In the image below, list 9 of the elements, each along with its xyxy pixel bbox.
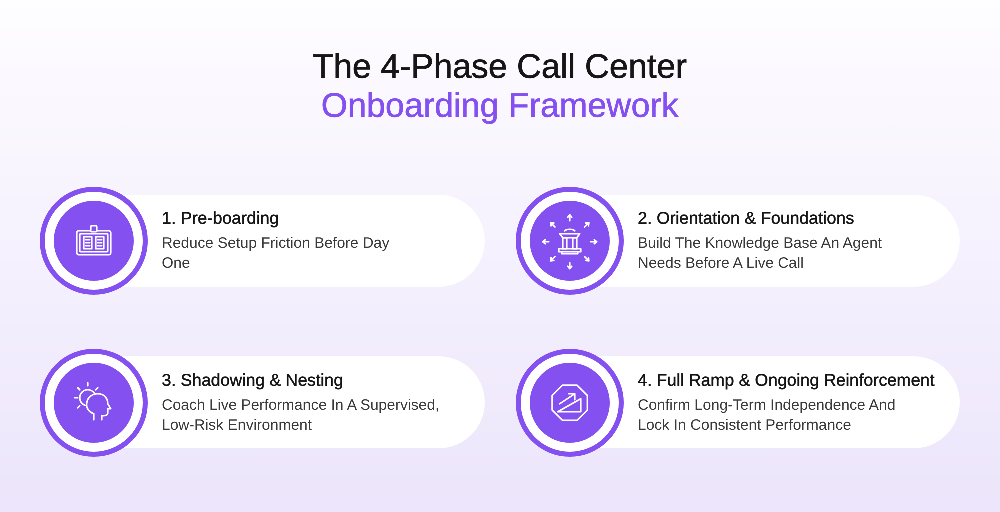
phase-description: Coach Live Performance In A Supervised, Low-Risk Environment — [162, 396, 441, 436]
phase-heading: 4. Full Ramp & Ongoing Reinforcement — [638, 370, 935, 392]
phase-description: Confirm Long-Term Independence And Lock In Consistent Performance — [638, 396, 897, 436]
phase-description: Build The Knowledge Base An Agent Needs Before A Live Call — [638, 234, 884, 274]
phase-description: Reduce Setup Friction Before Day One — [162, 234, 391, 274]
phase-heading: 2. Orientation & Foundations — [638, 208, 854, 230]
title: The 4-Phase Call Center Onboarding Framework — [312, 48, 688, 126]
phase-heading: 3. Shadowing & Nesting — [162, 370, 344, 392]
phase-heading: 1. Pre-boarding — [162, 208, 280, 230]
